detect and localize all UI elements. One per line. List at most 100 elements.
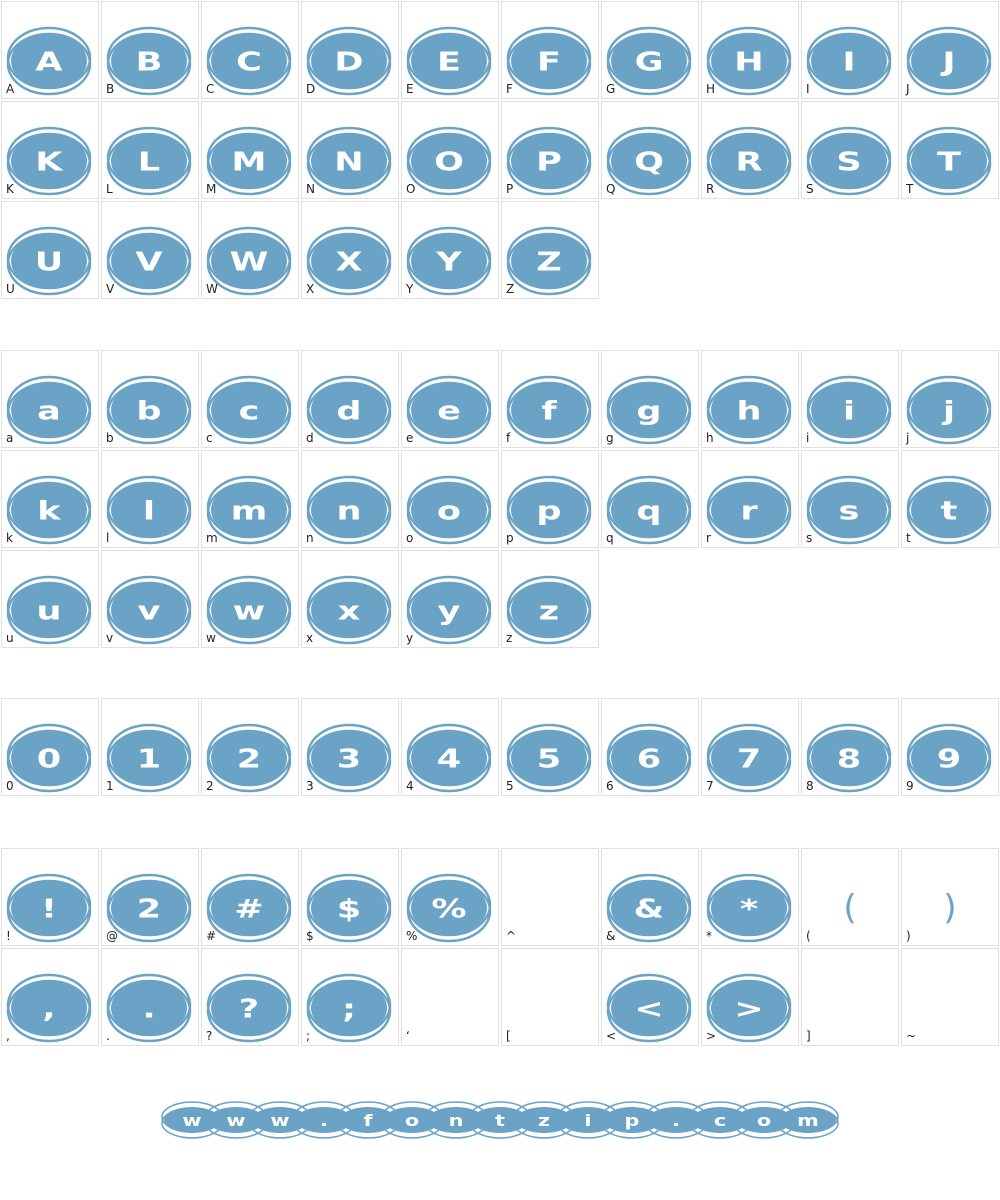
glyph-char: A bbox=[35, 47, 62, 77]
glyph-char: Z bbox=[536, 247, 561, 277]
glyph-badge: K bbox=[6, 126, 92, 196]
glyph-char: a bbox=[37, 396, 61, 426]
glyph-badge: B bbox=[106, 26, 192, 96]
badge-disc bbox=[511, 34, 587, 88]
glyph-sample: . bbox=[106, 973, 192, 1043]
badge-disc bbox=[411, 34, 487, 88]
glyph-badge: ; bbox=[306, 973, 392, 1043]
glyph-badge: r bbox=[706, 475, 792, 545]
glyph-caption: g bbox=[606, 431, 614, 445]
badge-disc bbox=[611, 881, 687, 935]
badge-disc bbox=[111, 881, 187, 935]
glyph-caption: t bbox=[906, 531, 911, 545]
glyph-badge: & bbox=[606, 873, 692, 943]
glyph-badge: S bbox=[806, 126, 892, 196]
glyph-cell: ?? bbox=[201, 948, 299, 1046]
glyph-cell: [ bbox=[501, 948, 599, 1046]
badge-disc bbox=[611, 34, 687, 88]
glyph-char: k bbox=[37, 496, 62, 526]
badge-disc bbox=[711, 34, 787, 88]
glyph-sample: ; bbox=[306, 973, 392, 1043]
glyph-sample: j bbox=[906, 375, 992, 445]
glyph-sample bbox=[402, 949, 500, 1047]
glyph-caption: x bbox=[306, 631, 314, 645]
glyph-sample: D bbox=[306, 26, 392, 96]
glyph-sample: A bbox=[6, 26, 92, 96]
badge-disc bbox=[311, 234, 387, 288]
glyph-badge: 7 bbox=[706, 723, 792, 793]
footer-char: i bbox=[584, 1112, 591, 1130]
badge-disc bbox=[811, 731, 887, 785]
badge-disc bbox=[311, 383, 387, 437]
badge-disc bbox=[211, 134, 287, 188]
glyph-char: 2 bbox=[137, 894, 161, 924]
glyph-badge: n bbox=[306, 475, 392, 545]
badge-disc bbox=[411, 134, 487, 188]
glyph-char: 5 bbox=[537, 744, 561, 774]
glyph-badge: q bbox=[606, 475, 692, 545]
glyph-badge: 2 bbox=[206, 723, 292, 793]
glyph-cell: ;; bbox=[301, 948, 399, 1046]
glyph-sample: N bbox=[306, 126, 392, 196]
glyph-char: y bbox=[438, 596, 461, 626]
glyph-badge: m bbox=[206, 475, 292, 545]
glyph-sample: < bbox=[606, 973, 692, 1043]
glyph-caption: S bbox=[806, 182, 814, 196]
glyph-char: 4 bbox=[437, 744, 461, 774]
footer-char: o bbox=[757, 1112, 771, 1130]
badge-disc bbox=[911, 731, 987, 785]
glyph-char: R bbox=[735, 147, 762, 177]
glyph-caption: Z bbox=[506, 282, 515, 296]
glyph-char: 6 bbox=[637, 744, 661, 774]
glyph-badge: 1 bbox=[106, 723, 192, 793]
badge-disc bbox=[811, 483, 887, 537]
glyph-caption: C bbox=[206, 82, 215, 96]
glyph-sample: t bbox=[906, 475, 992, 545]
glyph-badge: J bbox=[906, 26, 992, 96]
glyph-caption: d bbox=[306, 431, 314, 445]
glyph-caption: A bbox=[6, 82, 15, 96]
glyph-caption: 3 bbox=[306, 779, 314, 793]
badge-disc bbox=[11, 134, 87, 188]
glyph-badge: Y bbox=[406, 226, 492, 296]
glyph-sample: W bbox=[206, 226, 292, 296]
glyph-badge: f bbox=[506, 375, 592, 445]
footer-char: w bbox=[182, 1112, 201, 1130]
footer-char: c bbox=[714, 1112, 726, 1130]
glyph-cell: !! bbox=[1, 848, 99, 946]
glyph-cell: (( bbox=[801, 848, 899, 946]
glyph-caption: & bbox=[606, 929, 616, 943]
glyph-caption: , bbox=[6, 1029, 10, 1043]
glyph-badge: T bbox=[906, 126, 992, 196]
glyph-badge: w bbox=[206, 575, 292, 645]
glyph-caption: ‘ bbox=[406, 1029, 410, 1043]
glyph-sample: y bbox=[406, 575, 492, 645]
glyph-badge: Z bbox=[506, 226, 592, 296]
badge-disc bbox=[111, 234, 187, 288]
glyph-char: V bbox=[135, 247, 162, 277]
glyph-badge: P bbox=[506, 126, 592, 196]
badge-disc bbox=[611, 731, 687, 785]
glyph-char: % bbox=[431, 894, 466, 924]
glyph-char: ; bbox=[342, 994, 356, 1024]
glyph-badge: d bbox=[306, 375, 392, 445]
glyph-caption: D bbox=[306, 82, 316, 96]
glyph-caption: b bbox=[106, 431, 114, 445]
glyph-char: T bbox=[937, 147, 961, 177]
glyph-badge: E bbox=[406, 26, 492, 96]
glyph-badge: j bbox=[906, 375, 992, 445]
